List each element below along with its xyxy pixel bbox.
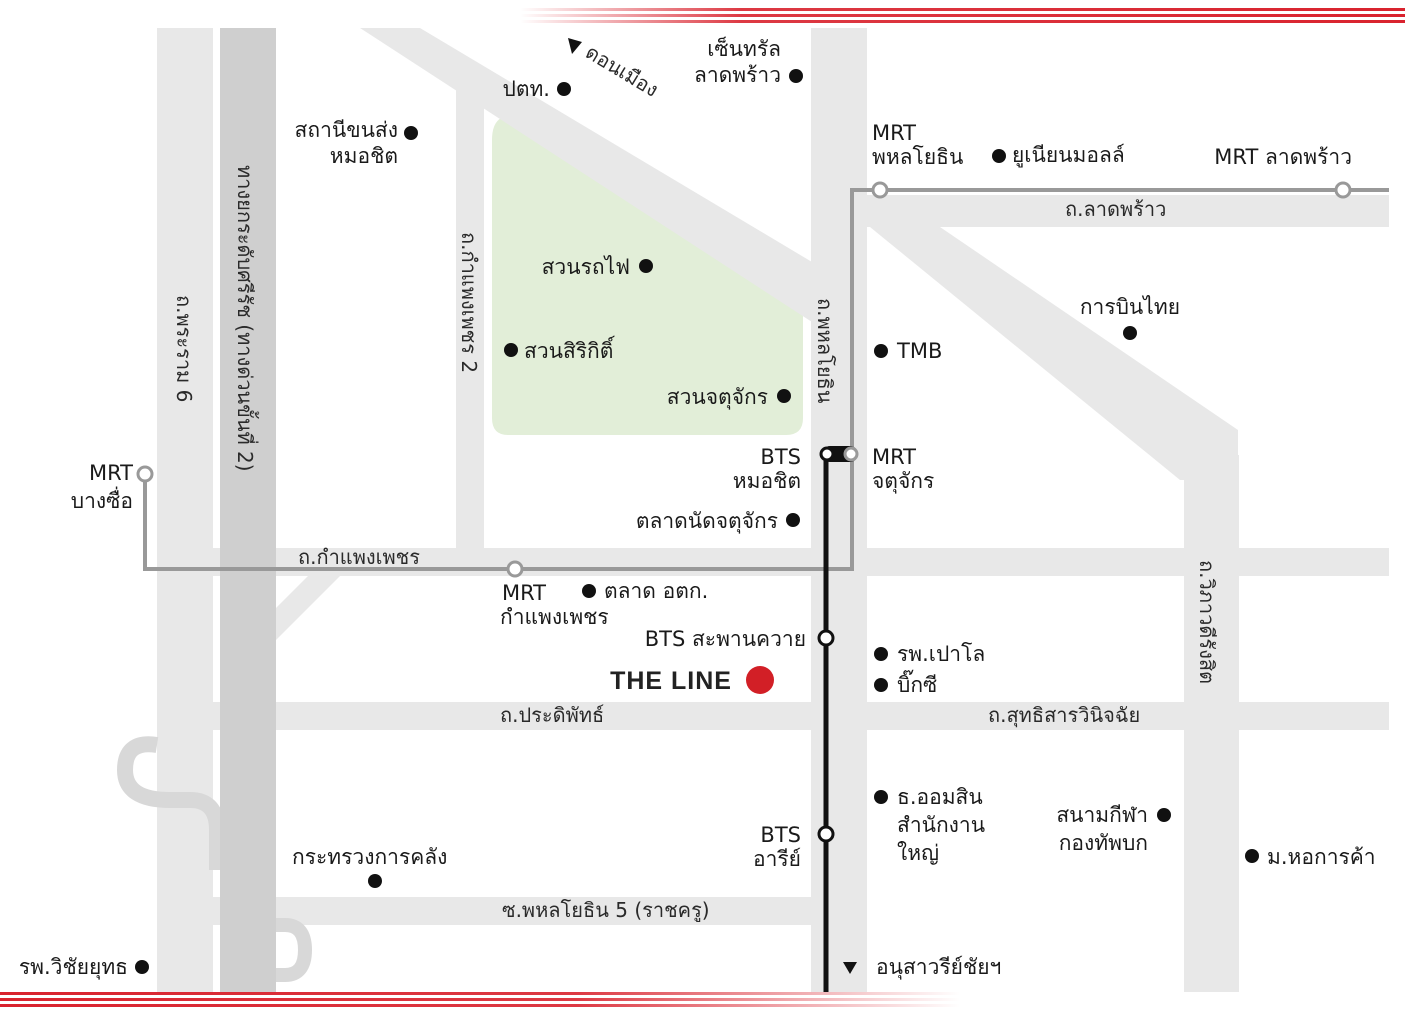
mrt-line [143,188,1389,571]
label-bts-saphankhwai: BTS สะพานควาย [645,627,806,651]
label-mrt-kp-l1: MRT [502,581,546,605]
road-label-vibhavadi: ถ.วิภาวดีรังสิต [1195,560,1219,684]
label-mrt-chatuchak-l1: MRT [872,445,916,469]
bts-station-markers [817,446,835,843]
label-finance: กระทรวงการคลัง [292,845,447,869]
label-gsb-l3: ใหญ่ [897,841,939,865]
label-bts-ari-l1: BTS [760,823,801,847]
ptt-marker [557,82,571,96]
road-label-donmueang: ดอนเมือง [581,40,662,102]
label-stadium-l1: สนามกีฬา [1056,803,1148,827]
label-mrt-phahon-l2: พหลโยธิน [872,145,963,169]
arrow-victory-icon [843,962,857,974]
label-chatuchak-park: สวนจตุจักร [667,385,768,410]
sirikit-park-marker [504,343,518,357]
label-union-mall: ยูเนียนมอลล์ [1012,143,1125,168]
bus-terminal-marker [404,126,418,140]
rotfai-park-marker [639,259,653,273]
road-label-phahonyothin: ถ.พหลโยธิน [813,298,837,404]
road-label-expressway: ทางยกระดับศรีรัช (ทางด่วนขั้นที่ 2) [233,165,259,472]
label-rotfai: สวนรถไฟ [542,255,630,279]
label-gsb-l1: ธ.ออมสิน [897,785,983,809]
label-mrt-ladprao: MRT ลาดพร้าว [1214,145,1352,169]
label-utcc: ม.หอการค้า [1267,845,1376,869]
label-vichaiyut: รพ.วิชัยยุทธ [19,955,128,980]
label-bts-mochit-l1: BTS [760,445,801,469]
label-the-line: THE LINE [610,667,732,695]
label-bus-terminal-l2: หมอชิต [330,144,398,168]
mrt-station-ladprao-marker [1334,181,1352,199]
expressway-road [220,28,276,992]
thai-airways-marker [1123,326,1137,340]
ramp-bottom [276,918,313,982]
label-gsb-l2: สำนักงาน [897,813,985,837]
label-thai-airways: การบินไทย [1080,295,1180,319]
place-markers [135,69,1259,974]
top-border-stripes [520,8,1405,23]
road-label-suthisan: ถ.สุทธิสารวินิจฉัย [988,703,1140,728]
stadium-marker [1157,808,1171,822]
bottom-border-stripes [0,992,960,1007]
paolo-hospital-marker [874,647,888,661]
mrt-station-kamphaengphet-marker [506,560,524,578]
label-mrt-kp-l2: กำแพงเพชร [500,605,609,629]
utcc-marker [1245,849,1259,863]
label-mrt-phahon-l1: MRT [872,121,916,145]
road-label-kamphaengphet: ถ.กำแพงเพชร [298,545,420,569]
label-mrt-bangsue-l2: บางซื่อ [71,486,133,513]
mrt-station-phahonyothin-marker [871,181,889,199]
the-line-marker [746,666,774,694]
label-bts-ari-l2: อารีย์ [753,847,801,871]
road-label-victory: อนุสาวรีย์ชัยฯ [876,955,1001,980]
label-ptt: ปตท. [503,77,551,101]
road-label-pradiphat: ถ.ประดิพัทธ์ [500,703,604,727]
label-central-l2: ลาดพร้าว [694,63,781,87]
otk-market-marker [582,584,596,598]
label-chatuchak-market: ตลาดนัดจตุจักร [636,509,778,534]
tmb-marker [874,344,888,358]
label-sirikit: สวนสิริกิติ์ [524,335,616,363]
road-label-ladprao: ถ.ลาดพร้าว [1065,197,1166,221]
union-mall-marker [992,149,1006,163]
bts-station-ari-marker [817,825,835,843]
label-mrt-bangsue-l1: MRT [89,461,133,485]
finance-ministry-marker [368,874,382,888]
park-area [492,115,803,435]
label-stadium-l2: กองทัพบก [1059,831,1148,855]
mrt-station-markers [136,181,1352,578]
label-mrt-chatuchak-l2: จตุจักร [872,469,934,494]
label-central-l1: เซ็นทรัล [707,35,781,61]
mrt-station-bangsue-marker [136,465,154,483]
arrow-donmueang-icon [568,38,582,54]
mrt-station-chatuchak-marker [843,446,859,462]
vichaiyut-hospital-marker [135,960,149,974]
label-tmb: TMB [896,339,942,363]
central-ladprao-marker [789,69,803,83]
ramp-left [116,736,225,870]
road-label-soi-phahon5: ซ.พหลโยธิน 5 (ราชครู) [502,898,710,923]
chatuchak-market-marker [786,513,800,527]
label-bigc: บิ๊กซี [897,669,937,697]
chatuchak-park-marker [777,389,791,403]
label-otk: ตลาด อตก. [604,579,708,603]
bigc-marker [874,678,888,692]
label-bts-mochit-l2: หมอชิต [733,469,801,493]
bts-station-saphankhwai-marker [817,629,835,647]
label-paolo: รพ.เปาโล [897,642,985,666]
bts-station-mochit-marker [819,446,835,462]
label-bus-terminal-l1: สถานีขนส่ง [295,118,398,142]
road-network [157,28,1389,992]
gsb-marker [874,790,888,804]
road-label-phraram6: ถ.พระราม 6 [172,295,196,402]
road-label-kamphaengphet2: ถ.กำแพงเพชร 2 [457,232,481,373]
